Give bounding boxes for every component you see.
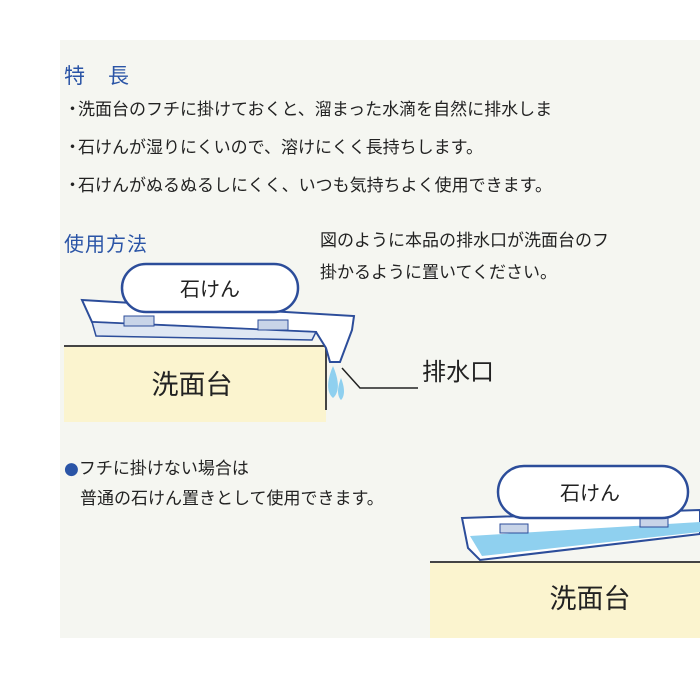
soap-label: 石けん [180, 277, 240, 301]
basin-label: 洗面台 [152, 370, 233, 401]
bullet-marker: ・ [64, 176, 81, 196]
alternate-note-text: フチに掛けない場合は [78, 459, 249, 479]
basin-top [430, 562, 700, 638]
feature-text: 石けんが湿りにくいので、溶けにくく長持ちします。 [78, 138, 483, 158]
soap-label: 石けん [560, 481, 620, 505]
bullet-dot-icon: ● [64, 459, 79, 479]
drain-leader-line [341, 367, 418, 389]
alternate-note-line: 普通の石けん置きとして使用できます。 [80, 489, 384, 509]
feature-text: 洗面台のフチに掛けておくと、溜まった水滴を自然に排水しま [78, 100, 553, 120]
bullet-marker: ・ [64, 100, 81, 120]
water-pool [470, 522, 700, 556]
feature-item: ・石けんが湿りにくいので、溶けにくく長持ちします。 [64, 133, 483, 158]
feature-text: 石けんがぬるぬるしにくく、いつも気持ちよく使用できます。 [78, 176, 552, 196]
soap-bar [120, 262, 300, 314]
soap-dish-rib [257, 319, 289, 331]
soap-dish-rib [499, 523, 529, 534]
soap-bar [496, 464, 690, 520]
usage-instruction-line: 図のように本品の排水口が洗面台のフ [320, 231, 609, 251]
feature-item: ・石けんがぬるぬるしにくく、いつも気持ちよく使用できます。 [64, 171, 552, 196]
water-drop-icon [328, 366, 338, 398]
soap-dish-rib [639, 517, 669, 528]
basin-label: 洗面台 [550, 584, 631, 615]
features-heading: 特 長 [64, 64, 130, 88]
basin-top [64, 346, 326, 422]
usage-heading: 使用方法 [64, 232, 148, 256]
soap-dish-rib [123, 315, 155, 327]
usage-instruction-line: 掛かるように置いてください。 [320, 263, 557, 283]
bullet-marker: ・ [64, 138, 81, 158]
drain-label: 排水口 [422, 358, 494, 386]
feature-item: ・洗面台のフチに掛けておくと、溜まった水滴を自然に排水しま [64, 95, 552, 120]
water-drop-icon [338, 378, 344, 400]
alternate-note-line: ●フチに掛けない場合は [64, 454, 249, 479]
